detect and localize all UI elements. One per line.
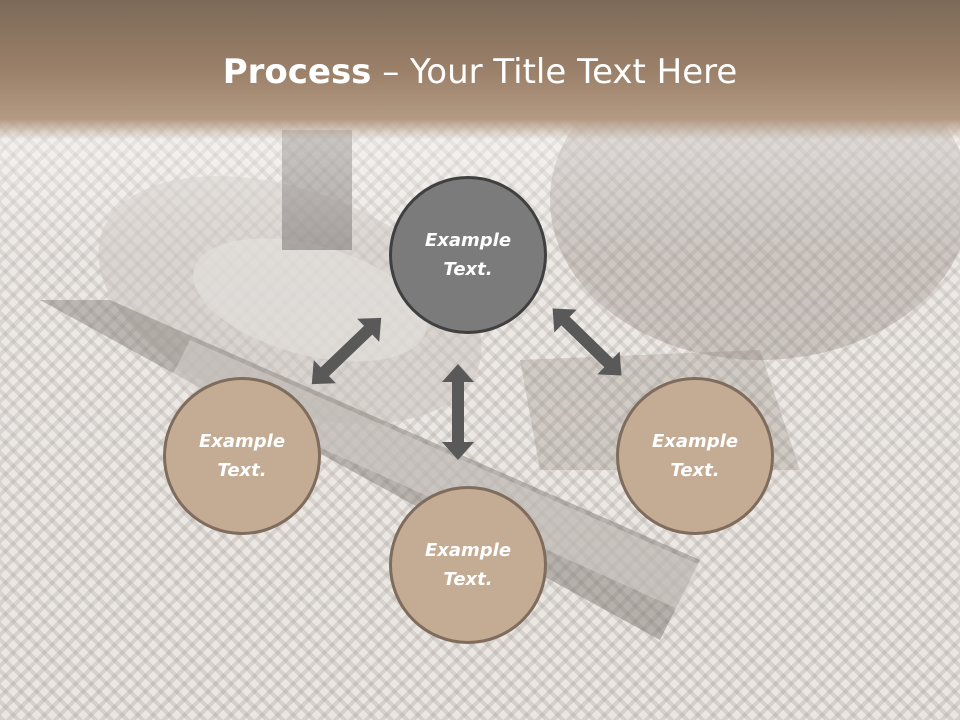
node-top-line1: Example (424, 230, 512, 251)
slide-title: Process – Your Title Text Here (0, 52, 960, 92)
node-right-line2: Text. (670, 460, 720, 481)
node-left-line2: Text. (217, 460, 267, 481)
node-bottom-line2: Text. (443, 569, 493, 590)
node-right-line1: Example (651, 431, 739, 452)
node-top-line2: Text. (443, 259, 493, 280)
title-bold: Process (222, 52, 372, 92)
title-rest: – Your Title Text Here (371, 52, 738, 92)
arrow-top-right (552, 308, 622, 376)
title-bar (0, 0, 960, 140)
node-left-line1: Example (198, 431, 286, 452)
arrow-vertical (442, 364, 474, 460)
node-bottom-line1: Example (424, 540, 512, 561)
arrow-top-left (311, 317, 382, 385)
